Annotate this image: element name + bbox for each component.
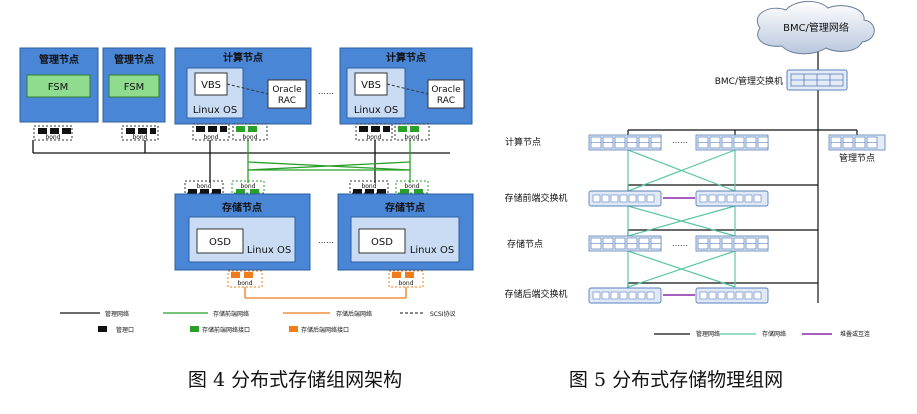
compute-node-title: 计算节点: [386, 51, 426, 64]
management-server: [828, 134, 886, 151]
oracle-label: Oracle: [431, 85, 461, 95]
oracle-label: Oracle: [272, 85, 302, 95]
compute-node-title: 计算节点: [223, 51, 263, 64]
storage-node-title: 存储节点: [222, 201, 262, 214]
storage-row-label: 存储节点: [507, 238, 543, 250]
bond-label: bond: [366, 134, 381, 141]
bond-label: bond: [203, 134, 218, 141]
compute-server: [695, 134, 769, 151]
back-switch-row-label: 存储后端交换机: [504, 288, 567, 300]
bond-label: bond: [237, 280, 252, 287]
legend-back-end-network: 存储后端网络: [336, 310, 372, 318]
storage-node-2: bond bond 存储节点 OSD Linux OS bond: [337, 180, 474, 288]
management-node-title: 管理节点: [114, 53, 154, 66]
legend-storage-network: 存储网络: [762, 330, 786, 338]
management-node-title: 管理节点: [39, 53, 79, 66]
figure-4-distributed-storage-architecture: 管理节点 FSM bond 管理节点 FSM bond 计算节点: [19, 47, 474, 391]
linux-os-label: Linux OS: [354, 105, 398, 116]
legend-management-network: 管理网络: [105, 310, 129, 318]
linux-os-label: Linux OS: [410, 245, 454, 256]
compute-server: [588, 134, 662, 151]
bond-label: bond: [240, 183, 255, 190]
front-end-switch: [695, 190, 769, 207]
management-network-lines: [32, 140, 450, 183]
storage-server: [695, 235, 769, 252]
front-switch-row-label: 存储前端交换机: [504, 192, 567, 204]
compute-ellipsis: ……: [672, 136, 688, 145]
front-end-switch: [588, 190, 662, 207]
legend-management-port: 管理口: [116, 326, 134, 334]
management-node-2: 管理节点 FSM bond: [102, 47, 166, 141]
compute-ellipsis: ……: [318, 87, 334, 96]
management-node-label: 管理节点: [839, 152, 875, 164]
management-node-1: 管理节点 FSM bond: [19, 47, 99, 141]
bmc-cloud: BMC/管理网络: [757, 1, 875, 55]
front-end-network-lines: [247, 140, 411, 183]
vbs-label: VBS: [361, 80, 381, 91]
legend-management-network: 管理网络: [696, 330, 720, 338]
rac-label: RAC: [437, 96, 455, 106]
bond-label: bond: [132, 134, 147, 141]
bond-label: bond: [45, 134, 60, 141]
figure-4-legend: 管理网络 存储前端网络 存储后端网络 SCSI协议 管理口 存储前端网络接口 存…: [60, 310, 456, 334]
figure-5-legend: 管理网络 存储网络 堆叠或互连: [654, 330, 870, 338]
legend-back-end-port: 存储后端网络接口: [301, 326, 349, 334]
compute-row-label: 计算节点: [505, 136, 541, 148]
bond-label: bond: [242, 134, 257, 141]
figure-5-caption: 图 5 分布式存储物理组网: [569, 369, 783, 391]
back-end-switch: [588, 287, 662, 304]
figure-4-caption: 图 4 分布式存储组网架构: [188, 369, 402, 391]
bmc-switch: BMC/管理交换机: [715, 69, 848, 91]
fsm-label: FSM: [48, 82, 69, 93]
osd-label: OSD: [209, 237, 231, 248]
legend-front-end-port: 存储前端网络接口: [202, 326, 250, 334]
legend-stack: 堆叠或互连: [840, 330, 870, 338]
cloud-label: BMC/管理网络: [783, 21, 849, 34]
figure-5-stack-lines: [663, 197, 695, 296]
bond-label: bond: [398, 280, 413, 287]
storage-server: [588, 235, 662, 252]
bond-label: bond: [404, 134, 419, 141]
storage-node-title: 存储节点: [385, 201, 425, 214]
bond-label: bond: [404, 183, 419, 190]
osd-label: OSD: [371, 237, 393, 248]
bmc-switch-label: BMC/管理交换机: [715, 75, 783, 87]
storage-ellipsis: ……: [672, 239, 688, 248]
vbs-label: VBS: [201, 80, 221, 91]
figure-5-storage-lines: [627, 149, 736, 288]
legend-front-end-network: 存储前端网络: [213, 310, 249, 318]
storage-ellipsis: ……: [318, 236, 334, 245]
linux-os-label: Linux OS: [193, 105, 237, 116]
figure-5-devices: [588, 134, 886, 304]
back-end-switch: [695, 287, 769, 304]
storage-node-1: bond bond 存储节点 OSD Linux OS bond: [174, 180, 311, 288]
back-end-network-lines: [244, 287, 407, 299]
fsm-label: FSM: [124, 82, 145, 93]
rac-label: RAC: [278, 96, 296, 106]
bond-label: bond: [196, 183, 211, 190]
compute-node-1: 计算节点 VBS Linux OS Oracle RAC bond bond: [174, 47, 312, 141]
bond-label: bond: [361, 183, 376, 190]
compute-node-2: 计算节点 VBS Linux OS Oracle RAC bond bond: [339, 47, 473, 141]
linux-os-label: Linux OS: [247, 245, 291, 256]
legend-scsi: SCSI协议: [430, 310, 456, 318]
figure-5-physical-network: BMC/管理网络 BMC/管理交换机 计算节点 存储前端交换机 存储节点 存储后…: [504, 1, 886, 391]
